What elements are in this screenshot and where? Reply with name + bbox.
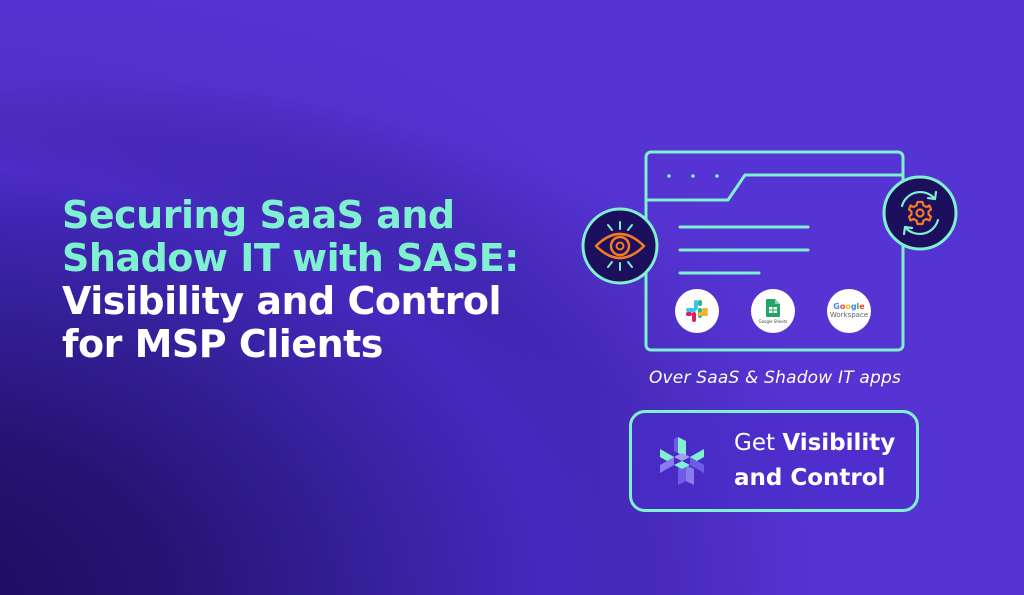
slack-icon [675, 289, 719, 333]
brand-logo-icon [660, 437, 704, 485]
google-sheets-label: Google Sheets [758, 318, 788, 324]
cta-label: Get Visibility and Control [734, 426, 895, 496]
google-workspace-icon: Google Workspace [827, 289, 871, 333]
workspace-label: Workspace [829, 311, 869, 319]
window-dots-icon [667, 174, 719, 178]
gear-sync-icon [882, 175, 958, 251]
caption-text: Over SaaS & Shadow IT apps [648, 368, 902, 388]
headline-line-2: Shadow IT with SASE: [62, 236, 519, 280]
cta-bold-1: Visibility [782, 430, 896, 456]
headline-line-4: for MSP Clients [62, 322, 383, 366]
page-title: Securing SaaS and Shadow IT with SASE: V… [62, 194, 562, 366]
cta-bold-2: and Control [734, 465, 886, 491]
get-visibility-button[interactable]: Get Visibility and Control [629, 410, 919, 512]
eye-icon [581, 207, 659, 285]
cta-prefix: Get [734, 430, 783, 456]
headline-line-3: Visibility and Control [62, 279, 502, 323]
headline-line-1: Securing SaaS and [62, 193, 455, 237]
google-sheets-icon: Google Sheets [751, 289, 795, 333]
google-wordmark: Google [833, 302, 865, 311]
